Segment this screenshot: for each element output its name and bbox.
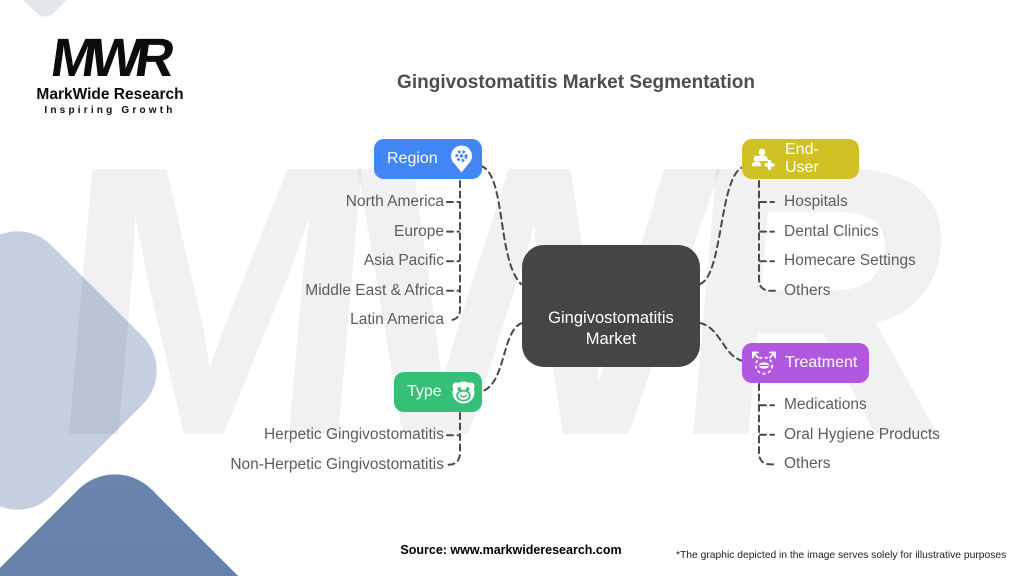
disclaimer-text: *The graphic depicted in the image serve… — [676, 550, 1007, 561]
treatment-chip[interactable]: Treatment — [742, 343, 869, 383]
monkey-face-icon — [450, 379, 477, 406]
segment-item: Middle East & Africa — [305, 281, 444, 299]
central-market-node: Gingivostomatitis Market — [522, 245, 700, 367]
enduser-chip-label: End-User — [785, 141, 819, 176]
segment-item: North America — [345, 192, 444, 210]
type-chip-label: Type — [407, 383, 442, 400]
segment-item: Asia Pacific — [363, 252, 444, 270]
location-gear-icon — [449, 145, 474, 173]
region-chip[interactable]: Region — [374, 139, 482, 179]
mouth-scan-icon — [751, 350, 777, 376]
segment-item: Latin America — [350, 311, 444, 329]
segment-item: Medications — [784, 396, 867, 414]
segment-item: Europe — [394, 222, 444, 240]
segment-item: Hospitals — [784, 192, 848, 210]
page-title: Gingivostomatitis Market Segmentation — [397, 72, 755, 93]
region-chip-label: Region — [387, 150, 438, 167]
central-market-label: Gingivostomatitis Market — [548, 309, 674, 348]
type-chip[interactable]: Type — [394, 372, 482, 412]
segment-item: Others — [784, 455, 831, 473]
source-text: Source: www.markwideresearch.com — [400, 543, 622, 557]
segment-item: Non-Herpetic Gingivostomatitis — [230, 455, 444, 473]
decor-diamond-top — [5, 0, 85, 22]
brand-logo: MWR MarkWide Research Inspiring Growth — [30, 28, 190, 116]
logo-name: MarkWide Research — [36, 85, 184, 103]
segment-item: Oral Hygiene Products — [784, 425, 940, 443]
segment-item: Herpetic Gingivostomatitis — [263, 426, 444, 444]
enduser-chip[interactable]: End-User — [742, 139, 859, 179]
segment-item: Dental Clinics — [784, 222, 879, 240]
segment-item: Homecare Settings — [784, 252, 916, 270]
logo-tagline: Inspiring Growth — [44, 104, 176, 116]
treatment-chip-label: Treatment — [785, 354, 858, 371]
add-users-icon — [751, 147, 777, 171]
segment-item: Others — [784, 281, 831, 299]
